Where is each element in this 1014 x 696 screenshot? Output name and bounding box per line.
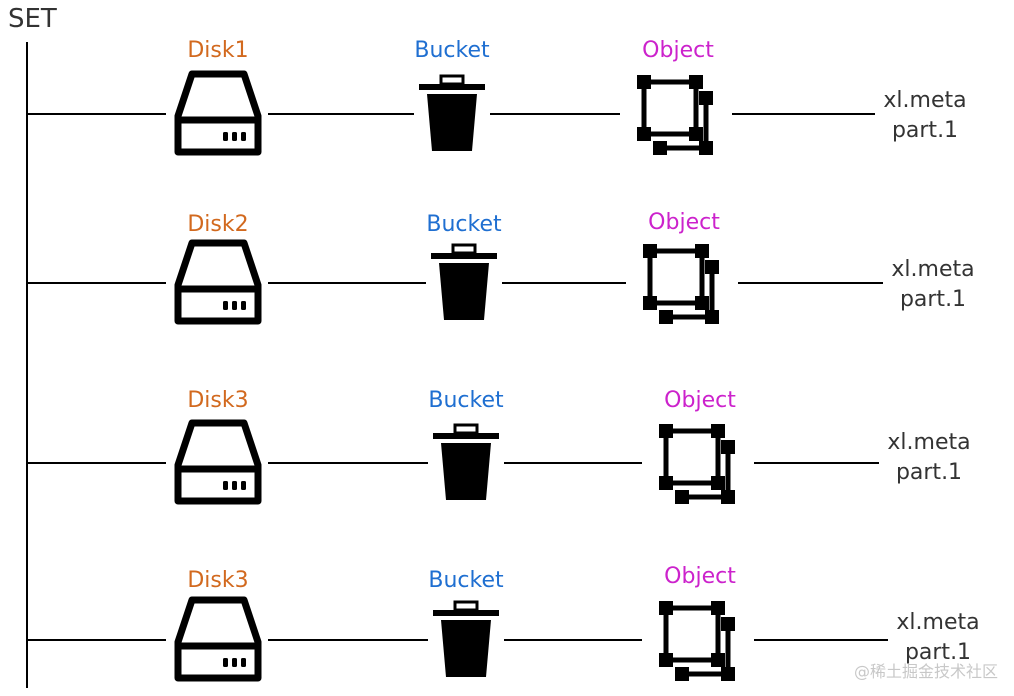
trash-bucket-icon <box>433 600 499 677</box>
watermark: @稀土掘金技术社区 <box>853 662 998 681</box>
file-part: part.1 <box>904 640 972 665</box>
disk-label: Disk1 <box>187 38 249 63</box>
file-part: part.1 <box>895 460 963 485</box>
bucket-label: Bucket <box>426 212 502 237</box>
trash-bucket-icon <box>433 423 499 500</box>
disk-label: Disk3 <box>187 388 249 413</box>
diagram-row <box>28 419 879 505</box>
bucket-label: Bucket <box>428 568 504 593</box>
file-part: part.1 <box>891 118 959 143</box>
object-label: Object <box>664 564 736 589</box>
file-xl-meta: xl.meta <box>883 88 967 113</box>
object-label: Object <box>642 38 714 63</box>
hard-drive-icon <box>174 419 262 505</box>
disk-label: Disk3 <box>187 568 249 593</box>
file-part: part.1 <box>899 287 967 312</box>
file-list: xl.meta part.1 <box>887 428 970 488</box>
file-list: xl.meta part.1 <box>891 255 974 315</box>
object-squares-icon <box>659 424 735 504</box>
diagram-row <box>28 596 888 682</box>
trash-bucket-icon <box>419 74 485 151</box>
disk-label: Disk2 <box>187 212 249 237</box>
object-squares-icon <box>659 601 735 681</box>
set-label: SET <box>8 4 57 34</box>
object-label: Object <box>664 388 736 413</box>
hard-drive-icon <box>174 70 262 156</box>
file-xl-meta: xl.meta <box>891 257 975 282</box>
bucket-label: Bucket <box>414 38 490 63</box>
hard-drive-icon <box>174 239 262 325</box>
object-squares-icon <box>637 75 713 155</box>
diagram-row <box>28 70 875 156</box>
file-xl-meta: xl.meta <box>896 610 980 635</box>
object-label: Object <box>648 210 720 235</box>
file-xl-meta: xl.meta <box>887 430 971 455</box>
file-list: xl.meta part.1 <box>896 608 979 668</box>
hard-drive-icon <box>174 596 262 682</box>
object-squares-icon <box>643 244 719 324</box>
file-list: xl.meta part.1 <box>883 86 966 146</box>
diagram-row <box>28 239 883 325</box>
bucket-label: Bucket <box>428 388 504 413</box>
trash-bucket-icon <box>431 243 497 320</box>
